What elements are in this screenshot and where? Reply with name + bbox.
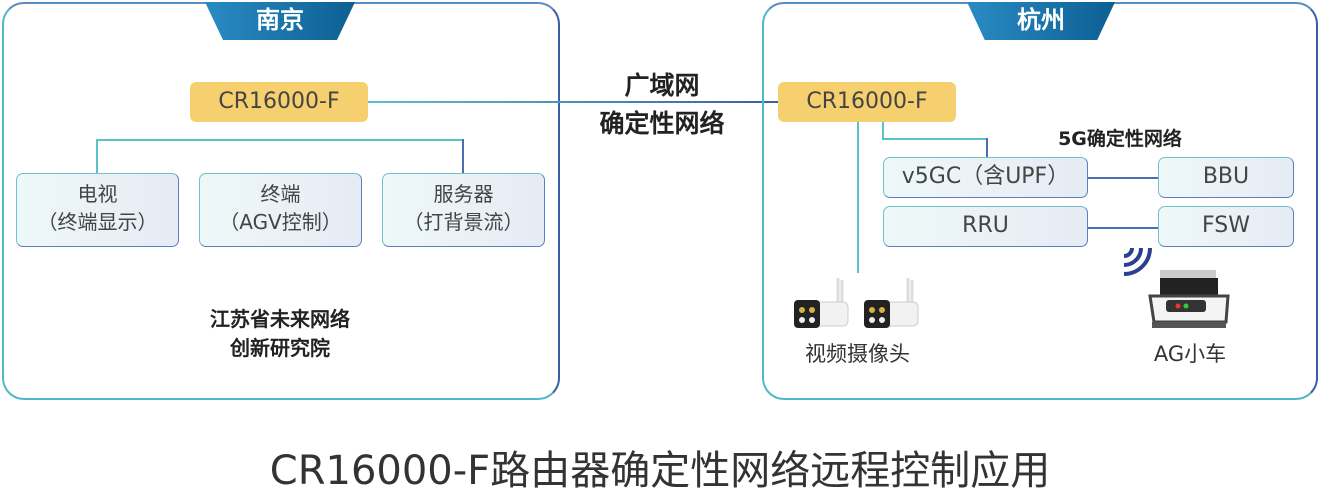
- v5gc-bbu-link: [1088, 177, 1158, 179]
- net5g-label: 5G确定性网络: [1058, 128, 1182, 150]
- wan-label-1: 广域网: [624, 71, 700, 100]
- diagram-caption: CR16000-F路由器确定性网络远程控制应用: [269, 448, 1051, 494]
- node-server-desc: （打背景流）: [403, 210, 524, 234]
- nanjing-tree-v1: [96, 139, 98, 173]
- node-tv-desc: （终端显示）: [37, 210, 158, 234]
- node-terminal-title: 终端: [260, 182, 301, 206]
- hangzhou-router: CR16000-F: [778, 82, 956, 122]
- wan-label-2: 确定性网络: [599, 109, 725, 138]
- camera-label: 视频摄像头: [805, 342, 910, 366]
- hangzhou-tab: 杭州: [967, 2, 1115, 40]
- org-name-1: 江苏省未来网络: [210, 307, 350, 331]
- agv-icon: [1148, 270, 1230, 328]
- node-server: 服务器 （打背景流）: [382, 173, 545, 247]
- rru-fsw-link: [1088, 227, 1158, 229]
- camera-link: [857, 122, 859, 273]
- node-server-title: 服务器: [433, 182, 494, 206]
- wireless-signal-icon: [1123, 247, 1152, 276]
- node-tv: 电视 （终端显示）: [16, 173, 179, 247]
- v5gc-box: v5GC（含UPF）: [883, 157, 1088, 198]
- core-link-h: [882, 138, 987, 140]
- node-tv-title: 电视: [77, 182, 118, 206]
- nanjing-router: CR16000-F: [190, 82, 368, 122]
- nanjing-tree-v2: [462, 139, 464, 173]
- rru-box: RRU: [883, 206, 1088, 247]
- bbu-box: BBU: [1158, 157, 1294, 198]
- agv-label: AG小车: [1153, 342, 1227, 366]
- nanjing-tree-h: [96, 139, 463, 141]
- wan-link: [368, 101, 778, 103]
- node-terminal-desc: （AGV控制）: [219, 210, 342, 234]
- fsw-box: FSW: [1158, 206, 1294, 247]
- node-terminal: 终端 （AGV控制）: [199, 173, 362, 247]
- core-link-v2: [986, 138, 988, 157]
- org-name-2: 创新研究院: [230, 336, 330, 360]
- nanjing-tab: 南京: [205, 2, 355, 40]
- camera-icon: [794, 278, 919, 328]
- core-link-v1: [882, 122, 884, 139]
